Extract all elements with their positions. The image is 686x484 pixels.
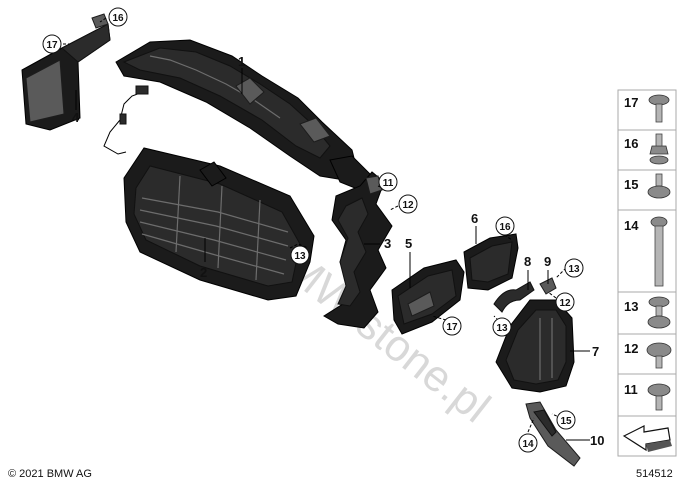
callout-3: 3 [384,236,391,251]
callout-10: 10 [590,433,604,448]
svg-text:12: 12 [624,341,638,356]
svg-text:16: 16 [499,222,511,233]
fastener-row-15: 15 [617,169,677,211]
circled-callouts: 17 16 11 12 13 16 13 12 [42,7,584,453]
circled-callout-13b: 13 [564,258,584,278]
callout-8: 8 [524,254,531,269]
callout-4: 4 [72,110,80,125]
svg-text:13: 13 [568,264,580,275]
svg-text:14: 14 [624,218,639,233]
copyright-text: © 2021 BMW AG [8,468,92,480]
part-7-air-guide [495,299,575,393]
part-3-side-bracket [323,171,393,329]
fastener-row-12: 12 [617,333,677,375]
svg-text:12: 12 [559,298,571,309]
direction-arrow-icon [622,425,671,452]
svg-text:12: 12 [402,200,414,211]
circled-callout-16b: 16 [495,216,515,236]
fastener-row-17: 17 [617,89,677,131]
svg-text:15: 15 [624,177,638,192]
circled-callout-17a: 17 [42,34,62,54]
callout-7: 7 [592,344,599,359]
callout-5: 5 [405,236,412,251]
circled-callout-13c: 13 [492,317,512,337]
fastener-row-16: 16 [617,129,677,171]
callout-9: 9 [544,254,551,269]
sensor-cable [103,85,149,155]
arrow-box [617,415,677,457]
circled-callout-17b: 17 [442,316,462,336]
fastener-legend: 17 16 15 14 13 [617,89,677,457]
circled-callout-16a: 16 [108,7,128,27]
svg-text:16: 16 [112,13,124,24]
fastener-row-11: 11 [617,373,677,417]
callout-labels: 1 2 3 4 5 6 7 8 9 10 [72,54,604,448]
svg-text:13: 13 [624,299,638,314]
svg-text:16: 16 [624,136,638,151]
diagram-id: 514512 [636,468,673,480]
part-2-grille-shutter [123,147,315,301]
circled-callout-12a: 12 [398,194,418,214]
callout-1: 1 [238,54,245,69]
svg-text:14: 14 [522,439,534,450]
circled-callout-15: 15 [556,410,576,430]
svg-text:17: 17 [446,322,458,333]
circled-callout-12b: 12 [555,292,575,312]
svg-text:11: 11 [383,178,394,189]
part-10-bracket [525,401,581,467]
circled-callout-14: 14 [518,433,538,453]
svg-text:15: 15 [560,416,572,427]
svg-text:17: 17 [624,95,638,110]
part-6-small-duct [463,233,519,291]
part-4-air-duct [21,13,111,131]
fastener-row-13: 13 [617,291,677,335]
svg-text:13: 13 [496,323,508,334]
callout-2: 2 [200,265,207,280]
svg-text:13: 13 [294,251,306,262]
circled-callout-11: 11 [378,172,398,192]
circled-callout-13a: 13 [290,245,310,265]
part-8-hose [493,281,535,313]
svg-text:11: 11 [624,382,638,397]
fastener-row-14: 14 [617,209,677,293]
svg-text:17: 17 [46,40,58,51]
callout-6: 6 [471,211,478,226]
